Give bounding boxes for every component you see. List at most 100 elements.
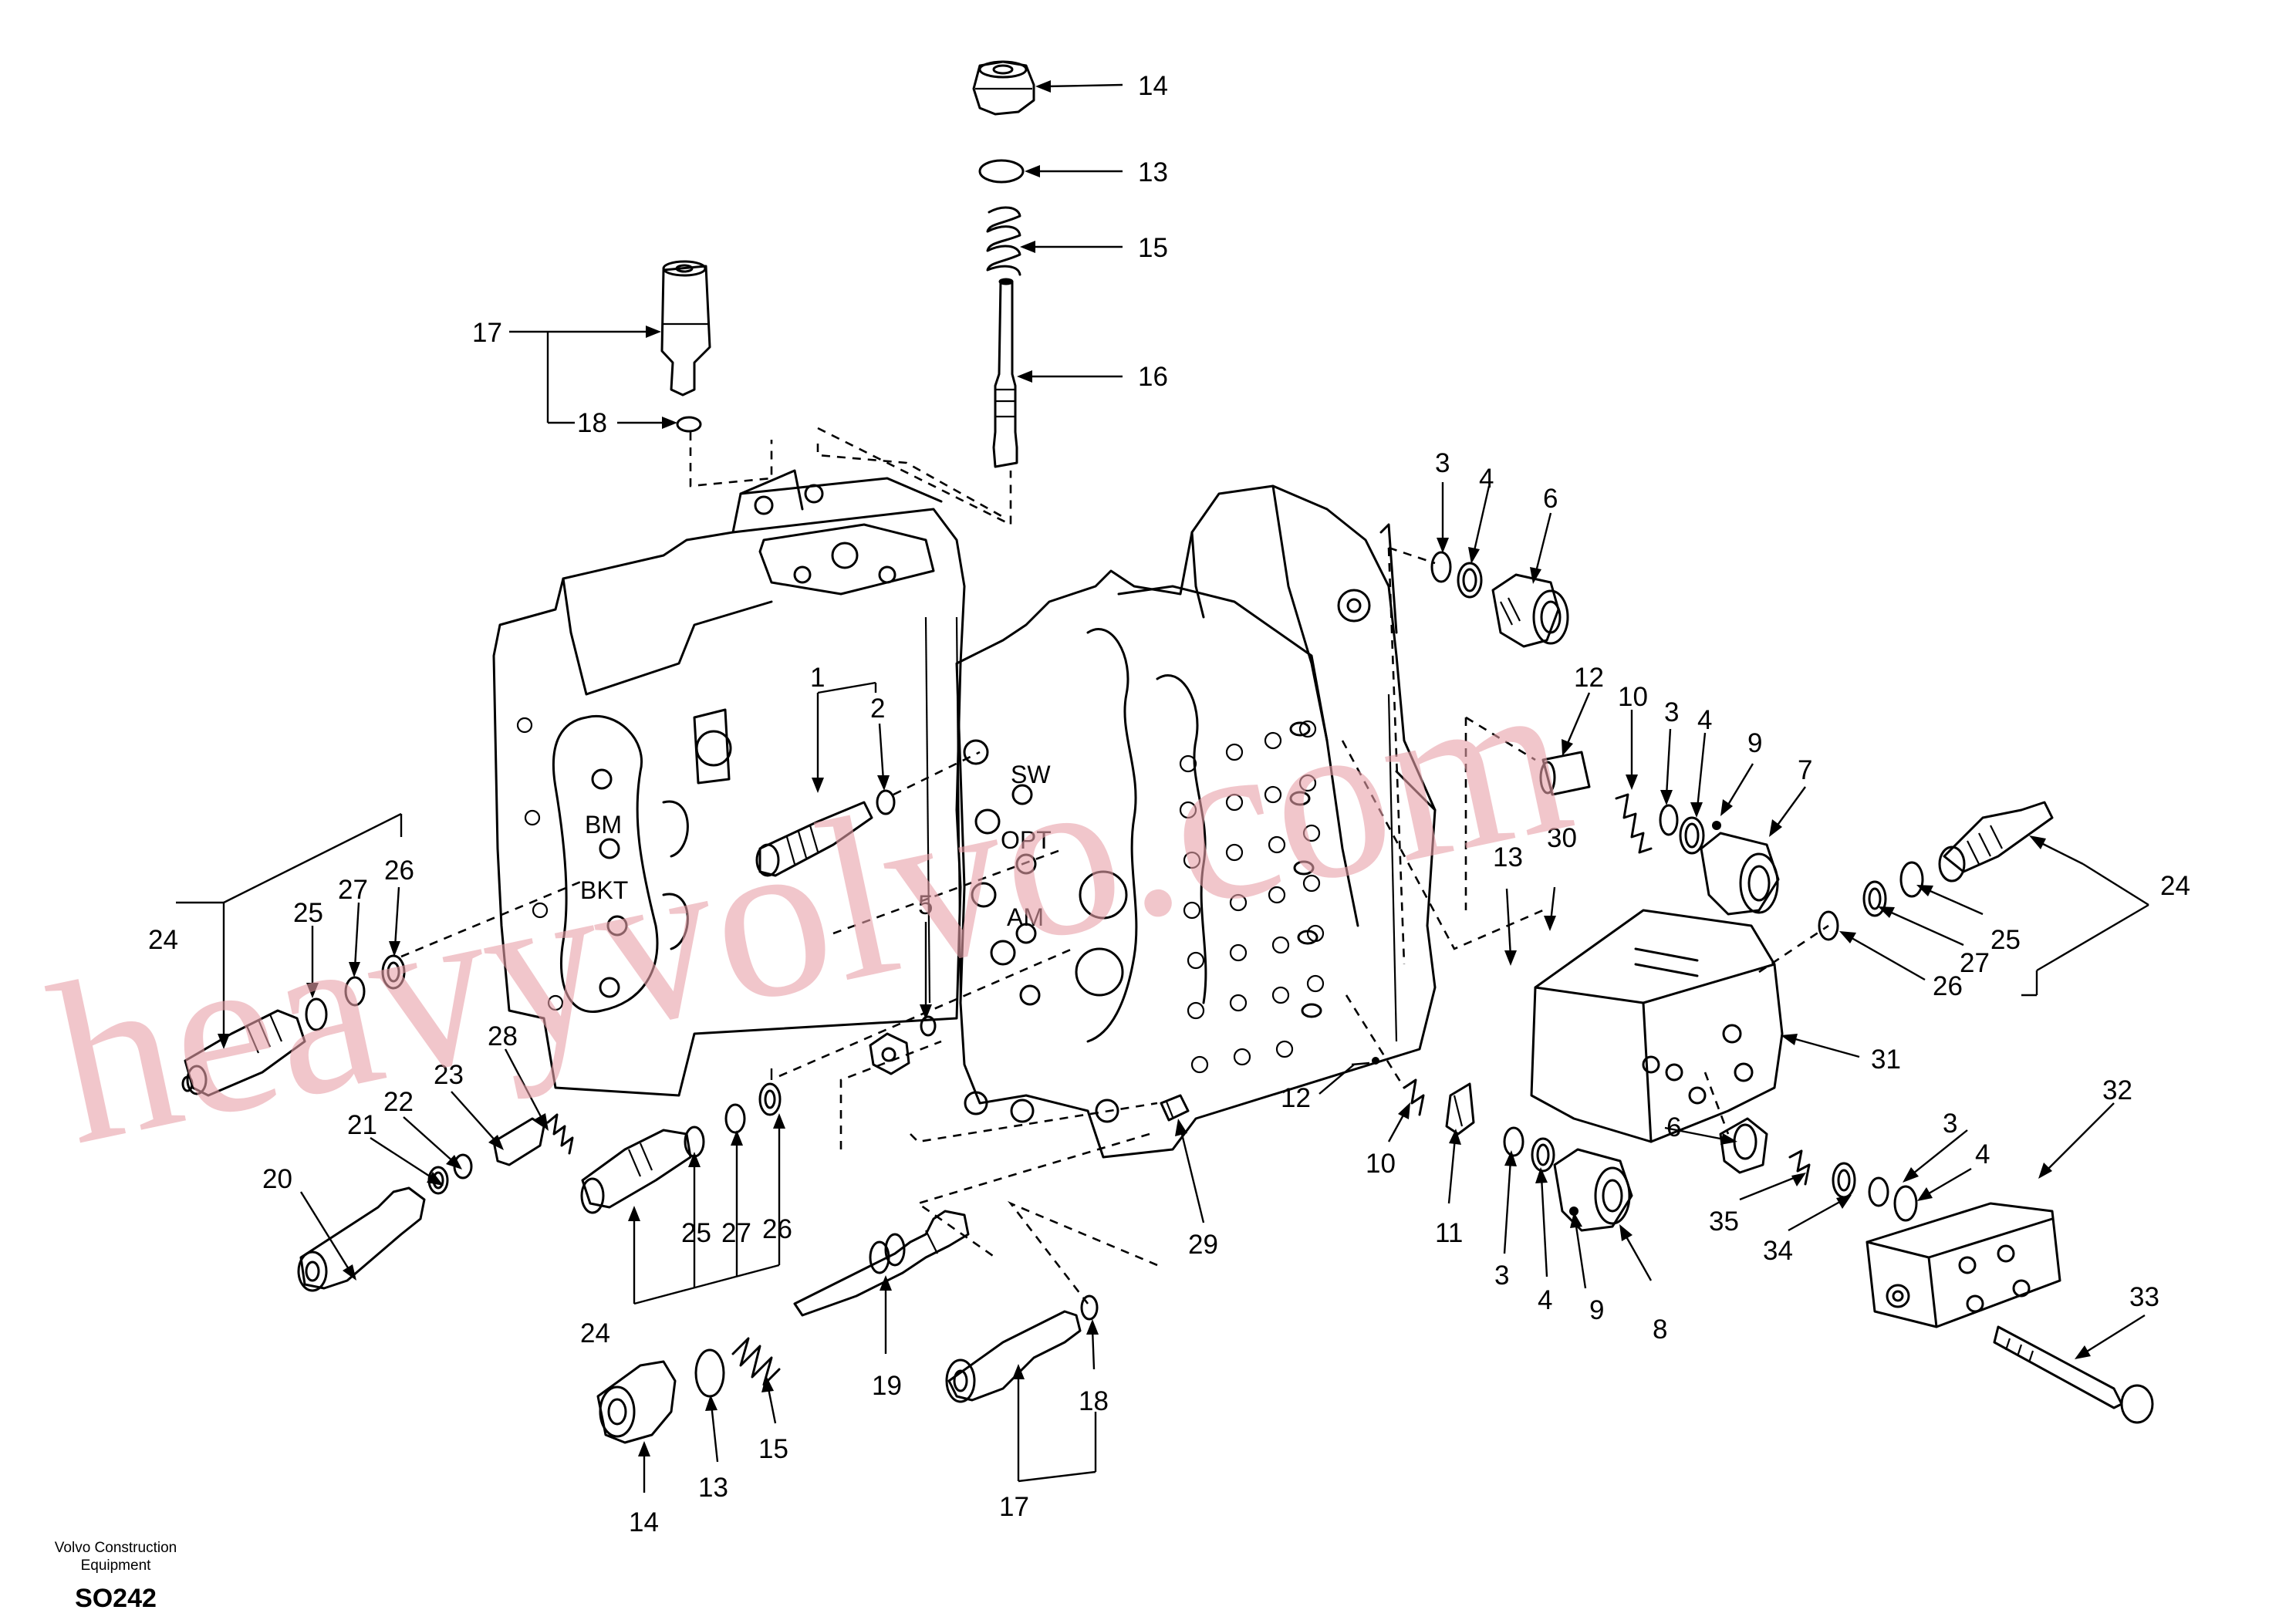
label-33: 33 — [2129, 1282, 2159, 1312]
marking-opt: OPT — [1001, 826, 1052, 854]
port-holes-grid — [1179, 720, 1325, 1074]
label-14: 14 — [1138, 71, 1168, 101]
label-27: 27 — [721, 1218, 751, 1248]
label-1: 1 — [810, 663, 825, 693]
label-21: 21 — [347, 1110, 377, 1140]
label-12: 12 — [1574, 663, 1604, 693]
label-35: 35 — [1709, 1207, 1739, 1237]
watermark-text: heavyvolvo.com — [33, 623, 1589, 1193]
label-28: 28 — [488, 1021, 518, 1051]
label-25: 25 — [293, 898, 323, 928]
label-10: 10 — [1366, 1149, 1396, 1179]
oring-18-top — [676, 416, 702, 433]
label-34: 34 — [1763, 1236, 1793, 1266]
part-number-labels: 14 13 15 16 17 18 1 2 5 3 4 6 12 10 3 4 … — [148, 71, 2190, 1537]
label-17: 17 — [999, 1492, 1029, 1522]
label-13: 13 — [1138, 157, 1168, 187]
label-15: 15 — [1138, 233, 1168, 263]
valve-7-row — [1539, 751, 1780, 916]
block-31 — [1530, 909, 1784, 1143]
assembly-dashed-lines — [400, 427, 1829, 1304]
footer-caption: Volvo Construction Equipment SO242 — [31, 1539, 201, 1614]
label-17: 17 — [472, 318, 502, 348]
spool-16 — [992, 280, 1018, 468]
label-3: 3 — [1494, 1261, 1509, 1291]
valve-24-mid — [580, 1082, 782, 1214]
marking-bm: BM — [585, 811, 622, 839]
label-12: 12 — [1281, 1083, 1311, 1113]
spring-10a — [1615, 793, 1653, 854]
valve-6-top — [1430, 551, 1569, 648]
label-10: 10 — [1618, 682, 1648, 712]
marking-bkt: BKT — [580, 876, 628, 904]
label-6: 6 — [1666, 1112, 1681, 1142]
label-26: 26 — [762, 1214, 792, 1244]
block-32 — [1866, 1202, 2061, 1328]
label-13: 13 — [698, 1473, 728, 1503]
spring-15-top — [986, 206, 1021, 276]
label-3: 3 — [1664, 697, 1679, 727]
plug-14-bottom — [596, 1337, 781, 1444]
label-24: 24 — [580, 1318, 610, 1348]
label-27: 27 — [338, 875, 368, 905]
label-11: 11 — [1435, 1218, 1463, 1248]
leader-lines — [176, 80, 2149, 1493]
spring-15-bottom — [731, 1337, 781, 1386]
label-15: 15 — [758, 1434, 788, 1464]
label-4: 4 — [1975, 1139, 1990, 1169]
valve-20 — [297, 1113, 574, 1292]
spring-28 — [546, 1113, 574, 1155]
label-20: 20 — [262, 1164, 292, 1194]
label-29: 29 — [1188, 1230, 1218, 1260]
valve-17-bottom — [945, 1294, 1099, 1403]
label-7: 7 — [1798, 755, 1812, 785]
part-6b — [1719, 1117, 1768, 1174]
label-8: 8 — [1653, 1315, 1667, 1345]
label-31: 31 — [1871, 1045, 1901, 1075]
middle-valve-body — [955, 484, 1437, 1159]
oring-2 — [876, 789, 896, 815]
spool-19 — [793, 1210, 970, 1317]
footer-company-line2: Equipment — [80, 1558, 151, 1574]
part-29 — [1160, 1094, 1190, 1122]
oring-13-top — [978, 159, 1025, 184]
label-5: 5 — [918, 890, 933, 920]
marking-am: AM — [1007, 903, 1044, 931]
valve-section-markings: BM BKT SW OPT AM — [580, 761, 1052, 931]
footer-company-line1: Volvo Construction — [54, 1540, 177, 1556]
label-18: 18 — [1079, 1386, 1109, 1416]
label-30: 30 — [1547, 823, 1577, 853]
label-27: 27 — [1960, 948, 1990, 978]
label-9: 9 — [1589, 1295, 1604, 1325]
part-5 — [869, 1015, 937, 1075]
label-13: 13 — [1493, 842, 1523, 872]
part-35 — [1788, 1149, 1811, 1186]
bolt-33 — [1993, 1325, 2154, 1424]
left-valve-body — [492, 469, 966, 1097]
label-3: 3 — [1435, 448, 1450, 478]
marking-sw: SW — [1011, 761, 1051, 788]
label-19: 19 — [872, 1371, 902, 1401]
label-18: 18 — [577, 408, 607, 438]
label-26: 26 — [1933, 971, 1963, 1001]
spring-10b — [1403, 1078, 1425, 1116]
label-25: 25 — [681, 1218, 711, 1248]
label-24: 24 — [148, 925, 178, 955]
label-32: 32 — [2102, 1075, 2132, 1105]
valve-8-row — [1372, 1057, 1918, 1232]
valve-17-top — [660, 260, 711, 433]
label-26: 26 — [384, 856, 414, 886]
label-25: 25 — [1990, 925, 2021, 955]
oring-26-right — [1818, 910, 1839, 941]
sleeve-12a — [1541, 751, 1591, 796]
oring-25-right — [1899, 861, 1924, 898]
part-11 — [1445, 1082, 1475, 1136]
diagram-code: SO242 — [75, 1584, 157, 1613]
label-9: 9 — [1747, 728, 1762, 758]
label-16: 16 — [1138, 362, 1168, 392]
label-3: 3 — [1943, 1109, 1957, 1139]
label-22: 22 — [383, 1087, 414, 1117]
label-4: 4 — [1538, 1285, 1552, 1315]
